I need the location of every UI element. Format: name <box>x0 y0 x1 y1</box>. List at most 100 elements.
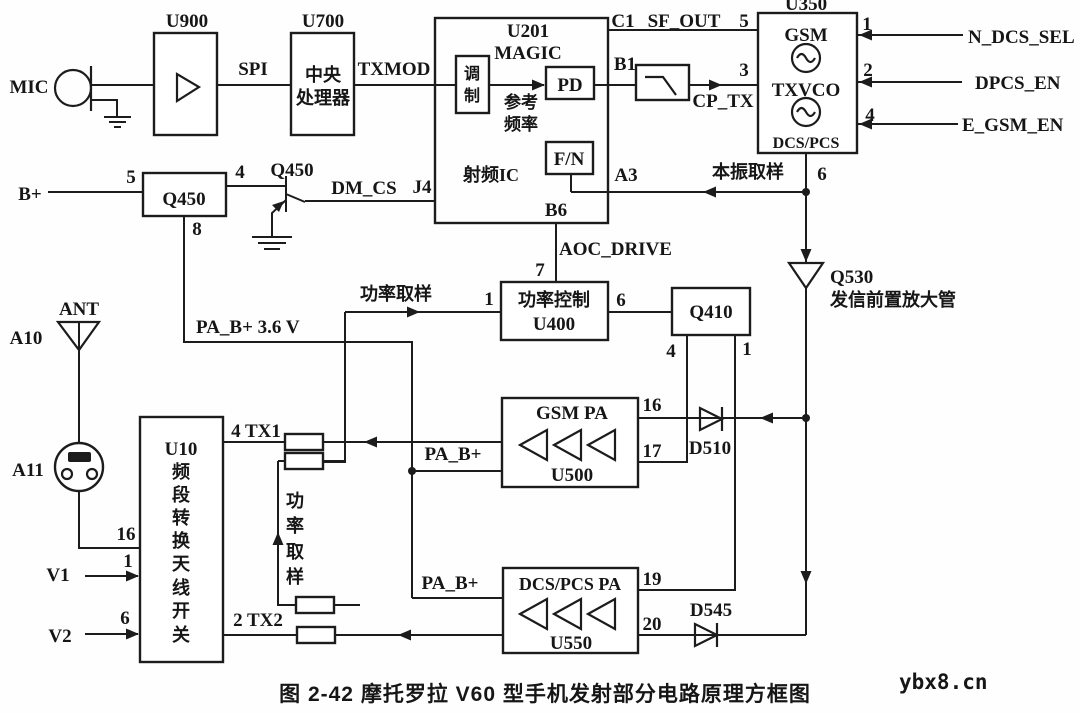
dm-cs-label: DM_CS <box>331 178 396 199</box>
u700-ref: U700 <box>302 11 344 32</box>
u10-name: 换 <box>172 530 191 551</box>
u10-name: 转 <box>172 507 190 528</box>
rf-ic-label: 射频IC <box>462 164 519 185</box>
pa-tap1-label: PA_B+ <box>425 444 482 465</box>
u350-pin6: 6 <box>817 164 827 185</box>
pd-box <box>544 65 596 101</box>
dpcs-en-label: DPCS_EN <box>975 73 1061 94</box>
u201-box <box>433 16 610 225</box>
q530-name: 发信前置放大管 <box>829 289 956 310</box>
wire-pa-rail <box>183 216 503 599</box>
pin-a3: A3 <box>614 165 637 186</box>
u400-ref: U400 <box>533 314 575 335</box>
d510-diode-icon <box>698 406 725 432</box>
q530-preamp-icon <box>786 261 826 290</box>
aoc-drive-label: AOC_DRIVE <box>559 239 672 260</box>
u400-name: 功率控制 <box>518 289 590 310</box>
tx2-coupler-icon <box>294 595 336 615</box>
ant-label: ANT <box>59 299 99 320</box>
n-dcs-sel-label: N_DCS_SEL <box>968 27 1075 48</box>
u350-pin1: 1 <box>862 14 872 35</box>
u350-box <box>756 11 859 155</box>
q450-block-ref: Q450 <box>162 189 205 210</box>
tx1-coupler-icon <box>283 451 325 471</box>
u550-pin19: 19 <box>643 569 662 590</box>
spi-label: SPI <box>238 59 268 80</box>
tilde-icon <box>796 52 816 64</box>
u201-name: MAGIC <box>494 43 562 64</box>
wire-q410-pin19 <box>638 335 736 591</box>
u10-name: 开 <box>172 601 190 621</box>
u10-pin6: 6 <box>120 608 130 629</box>
pa-rail-label: PA_B+ 3.6 V <box>196 317 300 338</box>
q410-pin4: 4 <box>666 341 676 362</box>
q410-pin1: 1 <box>742 339 752 360</box>
figure-caption: 图 2-42 摩托罗拉 V60 型手机发射部分电路原理方框图 <box>279 682 811 706</box>
u350-ref: U350 <box>785 0 827 15</box>
u550-pin20: 20 <box>643 614 662 635</box>
u400-pin6: 6 <box>616 290 626 311</box>
u550-ref: U550 <box>550 633 592 654</box>
u500-pin17: 17 <box>643 441 663 462</box>
power-sample-v: 样 <box>286 566 304 587</box>
tx1-label: 4 TX1 <box>231 421 281 442</box>
wire-u350-control-inputs <box>857 34 963 125</box>
fn-label: F/N <box>554 149 585 170</box>
a11-contact-icon <box>68 452 91 462</box>
q530-ref: Q530 <box>830 267 873 288</box>
b-plus-label: B+ <box>18 184 42 205</box>
pin-b1: B1 <box>614 54 636 75</box>
u500-pin16: 16 <box>643 395 662 416</box>
modulator-label: 制 <box>464 87 480 105</box>
d545-diode-icon <box>693 622 720 648</box>
junction-dot <box>408 467 416 475</box>
u10-name: 线 <box>172 577 190 598</box>
tx2-filter-icon <box>295 625 337 645</box>
mic-icon <box>53 68 93 108</box>
u400-pin1: 1 <box>484 289 494 310</box>
u350-pin4: 4 <box>865 105 875 126</box>
u10-box <box>138 415 225 664</box>
v2-label: V2 <box>48 626 71 647</box>
wire-lo-sample <box>570 153 807 193</box>
antenna-icon <box>55 320 102 352</box>
u10-name: 天 <box>172 554 191 574</box>
u350-pin2: 2 <box>863 60 873 81</box>
gsm-pa-stages-icon <box>517 428 617 462</box>
q450-pin8: 8 <box>192 219 202 240</box>
u400-pin7: 7 <box>535 260 545 281</box>
u900-box <box>152 31 219 137</box>
pd-label: PD <box>557 75 582 96</box>
v1-label: V1 <box>46 565 69 586</box>
u350-gsm-label: GSM <box>784 25 827 46</box>
transistor-q450 <box>252 176 435 250</box>
cp-tx-label: CP_TX <box>692 91 754 112</box>
u500-ref: U500 <box>551 465 593 486</box>
pin-5: 5 <box>739 11 749 32</box>
u900-ref: U900 <box>166 11 208 32</box>
power-sample-label: 功率取样 <box>360 283 432 304</box>
lowpass-curve-icon <box>645 75 677 96</box>
wire-mic-ground <box>91 99 131 128</box>
u350-txvco-label: TXVCO <box>772 80 841 101</box>
pin-j4: J4 <box>413 177 433 198</box>
u700-box <box>289 31 356 137</box>
a11-pin-icon <box>85 467 99 481</box>
modulator-label: 调 <box>464 65 480 83</box>
u350-dcspcs-label: DCS/PCS <box>773 135 840 152</box>
wire-pin17-q410 <box>638 335 688 463</box>
pin-b6: B6 <box>545 200 567 221</box>
d510-ref: D510 <box>689 438 731 459</box>
u10-pin1: 1 <box>123 551 133 572</box>
q410-box <box>670 286 752 337</box>
watermark: ybx8.cn <box>899 670 988 694</box>
q450-pin4: 4 <box>235 162 245 183</box>
wire-sample-tap <box>277 460 360 606</box>
e-gsm-en-label: E_GSM_EN <box>962 115 1064 136</box>
pa-tap2-label: PA_B+ <box>422 573 479 594</box>
oscillator-icon <box>790 42 822 74</box>
power-sample-v: 取 <box>286 542 305 562</box>
pin-3: 3 <box>739 60 749 81</box>
ref-freq-label: 频率 <box>504 114 538 134</box>
